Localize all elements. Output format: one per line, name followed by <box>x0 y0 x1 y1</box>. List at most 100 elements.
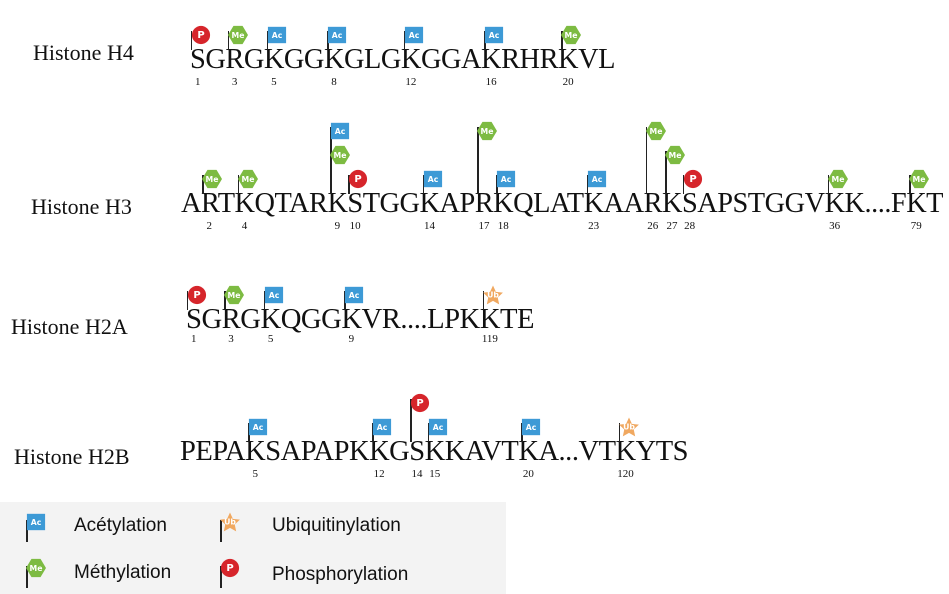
mark-stem <box>186 291 189 310</box>
ac-flag-icon: Ac <box>345 286 364 304</box>
mark-label: Ub <box>487 291 499 300</box>
me-hexagon-icon: Me <box>330 145 351 165</box>
mark-label: Ac <box>332 31 343 40</box>
residue-number: 4 <box>241 220 248 232</box>
mark-label: Ac <box>409 31 420 40</box>
methylation-mark: Me <box>664 145 686 170</box>
mark-stem <box>909 175 911 194</box>
methylation-mark: Me <box>227 25 249 50</box>
residue-number: 2 <box>206 220 213 232</box>
histone-label-box <box>10 182 180 226</box>
mark-label: Ac <box>268 291 279 300</box>
me-hexagon-icon: Me <box>645 121 666 141</box>
mark-label: Ac <box>501 175 512 184</box>
residue-number: 12 <box>405 76 417 88</box>
mark-label: P <box>354 174 361 185</box>
mark-label: P <box>416 398 423 409</box>
mark-stem <box>682 175 685 194</box>
mark-label: Me <box>228 291 241 300</box>
acetylation-mark: Ac <box>266 25 288 50</box>
phosphorylation-mark: P <box>409 393 431 418</box>
mark-label: Ac <box>335 127 346 136</box>
mark-stem <box>477 127 479 194</box>
mark-stem <box>190 31 193 50</box>
mark-label: Me <box>565 31 578 40</box>
phosphorylation-mark: P <box>190 25 212 50</box>
residue-number: 5 <box>271 76 277 88</box>
mark-stem <box>665 151 667 194</box>
methylation-mark: Me <box>645 121 667 146</box>
mark-label: Ac <box>591 175 602 184</box>
ac-flag-icon: Ac <box>331 122 350 140</box>
mark-stem <box>224 291 226 310</box>
residue-number: 9 <box>348 333 355 345</box>
residue-number: 17 <box>478 220 490 232</box>
residue-number: 15 <box>429 468 441 480</box>
mark-stem <box>586 175 589 194</box>
residue-number: 23 <box>588 220 600 232</box>
me-hexagon-icon: Me <box>909 169 930 189</box>
mark-label: Me <box>30 564 43 573</box>
methylation-mark: Me <box>223 285 245 310</box>
me-hexagon-icon: Me <box>227 25 248 45</box>
histone-h3-label: Histone H3 <box>31 194 132 219</box>
mark-label: Ac <box>489 31 500 40</box>
mark-label: P <box>193 290 200 301</box>
legend-phosphorylation-label: Phosphorylation <box>272 564 409 585</box>
legend <box>0 502 506 594</box>
acetylation-mark: Ac <box>263 285 285 310</box>
legend-stem <box>220 566 222 588</box>
residue-number: 36 <box>829 220 841 232</box>
ac-flag-icon: Ac <box>423 170 442 188</box>
ac-flag-icon: Ac <box>522 418 541 436</box>
mark-label: Me <box>241 175 254 184</box>
legend-methylation-icon: Me <box>25 558 47 583</box>
methylation-mark: Me <box>476 121 498 146</box>
mark-label: Ac <box>427 175 438 184</box>
ac-flag-icon: Ac <box>404 26 423 44</box>
ac-flag-icon: Ac <box>264 286 283 304</box>
ac-flag-icon: Ac <box>428 418 447 436</box>
histone-label-box <box>5 305 175 345</box>
ac-flag-icon: Ac <box>485 26 504 44</box>
mark-stem <box>410 399 412 442</box>
mark-label: Ac <box>253 423 264 432</box>
legend-stem <box>220 520 222 542</box>
acetylation-mark: Ac <box>427 417 449 442</box>
mark-stem <box>327 31 329 50</box>
phosphorylation-mark: P <box>347 169 369 194</box>
histone-h3-sequence: ARTKQTARKSTGGKAPRKQLATKAARKSAPSTGGVKK...… <box>181 187 944 219</box>
legend-phosphorylation-icon: P <box>219 558 241 583</box>
methylation-mark: Me <box>908 169 930 194</box>
acetylation-mark: Ac <box>371 417 393 442</box>
residue-number: 14 <box>424 220 435 232</box>
mark-stem <box>263 291 266 310</box>
residue-number: 12 <box>373 468 385 480</box>
me-hexagon-icon: Me <box>561 25 582 45</box>
residue-number: 5 <box>252 468 258 480</box>
ub-star-icon: Ub <box>482 285 503 305</box>
residue-number: 3 <box>228 333 234 345</box>
methylation-mark: Me <box>201 169 223 194</box>
ac-flag-icon: Ac <box>497 170 516 188</box>
acetylation-mark: Ac <box>422 169 444 194</box>
mark-label: P <box>689 174 696 185</box>
legend-acetylation-label: Acétylation <box>74 515 167 536</box>
me-hexagon-icon: Me <box>237 169 258 189</box>
p-circle-icon: P <box>220 558 240 578</box>
acetylation-mark: Ac <box>586 169 608 194</box>
mark-label: Ac <box>432 423 443 432</box>
residue-number: 26 <box>647 220 659 232</box>
mark-stem <box>348 175 350 194</box>
ubiquitinylation-mark: Ub <box>618 417 640 442</box>
mark-stem <box>422 175 425 194</box>
ac-flag-icon: Ac <box>26 513 46 531</box>
mark-label: Me <box>913 175 926 184</box>
p-circle-icon: P <box>191 25 210 45</box>
legend-stem <box>26 566 28 588</box>
mark-stem <box>645 127 648 194</box>
residue-number: 119 <box>481 333 498 345</box>
methylation-mark: Me <box>329 145 351 170</box>
residue-number: 16 <box>485 76 497 88</box>
